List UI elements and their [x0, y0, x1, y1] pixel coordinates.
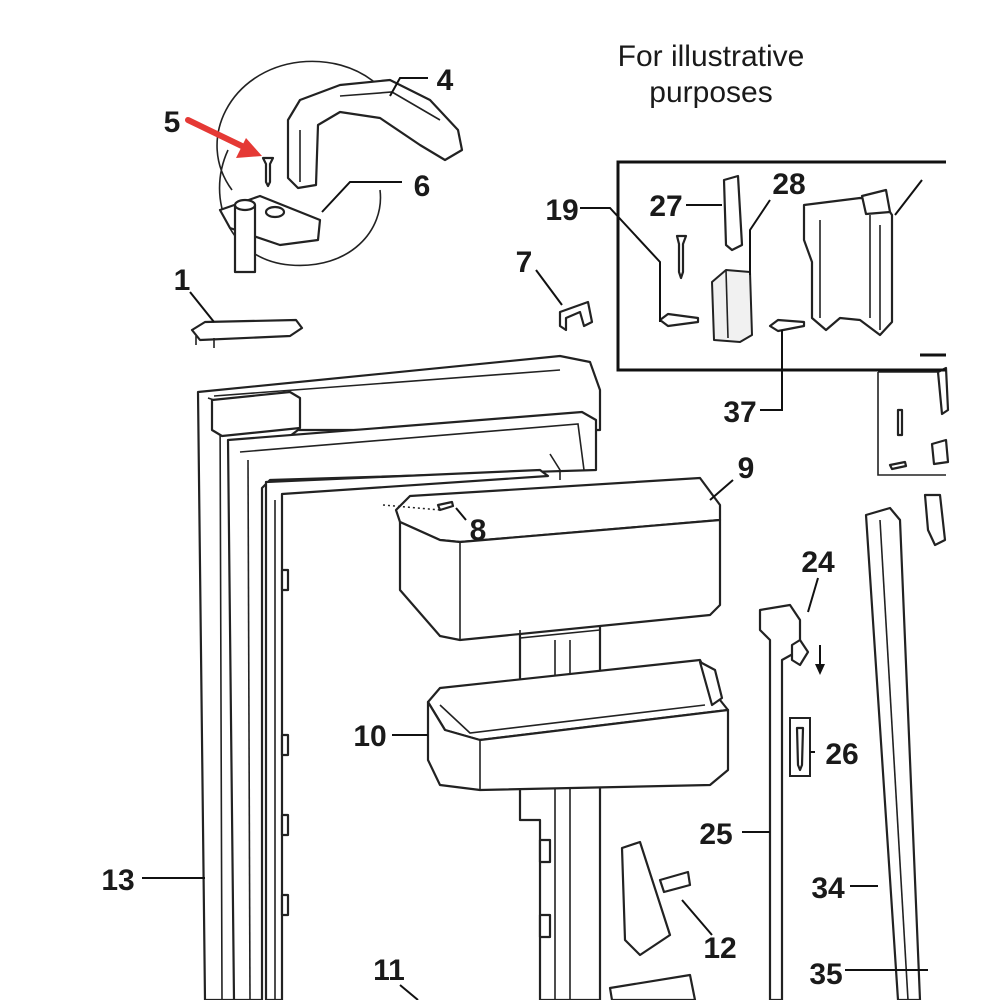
callout-1: 1 [174, 264, 191, 297]
dairy-bin [382, 476, 722, 642]
inset-pin [722, 174, 744, 252]
callout-6: 6 [414, 170, 431, 203]
callout-19: 19 [545, 194, 578, 227]
door-frame [196, 354, 602, 1000]
long-trim [864, 493, 947, 1000]
bottom-bin-edge [608, 973, 697, 1000]
callout-24: 24 [801, 546, 835, 579]
inset-screw-upper [675, 234, 688, 280]
hinge-assembly [216, 60, 464, 274]
callout-35: 35 [809, 958, 842, 991]
rail-screw [789, 717, 811, 777]
bin-bracket [620, 840, 692, 957]
callout-13: 13 [101, 864, 134, 897]
inset-hinge-bracket [802, 196, 894, 337]
highlight-arrow [185, 117, 262, 158]
inset-screw-lower [658, 312, 700, 328]
callout-26: 26 [825, 738, 858, 771]
inset-screw-37 [768, 318, 806, 333]
callout-34: 34 [811, 872, 845, 905]
door-clip [558, 300, 594, 332]
callout-numbers: 4 5 6 1 7 19 27 28 37 9 8 24 10 26 25 13… [101, 64, 858, 991]
callout-4: 4 [437, 64, 454, 97]
inset-bushing [711, 269, 753, 343]
vertical-trim-rail [758, 603, 825, 1000]
trim-clip [190, 318, 304, 342]
callout-7: 7 [516, 246, 533, 279]
callout-37: 37 [723, 396, 756, 429]
callout-8: 8 [470, 514, 487, 547]
callout-9: 9 [738, 452, 755, 485]
callout-12: 12 [703, 932, 736, 965]
leader-lines [142, 77, 928, 1000]
bin-screw [436, 500, 455, 512]
door-bin [426, 658, 730, 792]
inset-detail-box [616, 160, 946, 372]
callout-11: 11 [373, 954, 405, 987]
note-line-1: For illustrative [618, 40, 805, 73]
callout-27: 27 [649, 190, 682, 223]
right-side-parts [877, 366, 950, 476]
hinge-screw [261, 156, 275, 188]
note-line-2: purposes [649, 76, 772, 109]
hinge-pin [233, 203, 257, 274]
callout-5: 5 [164, 106, 181, 139]
callout-28: 28 [772, 168, 805, 201]
callout-25: 25 [699, 818, 732, 851]
callout-10: 10 [353, 720, 386, 753]
